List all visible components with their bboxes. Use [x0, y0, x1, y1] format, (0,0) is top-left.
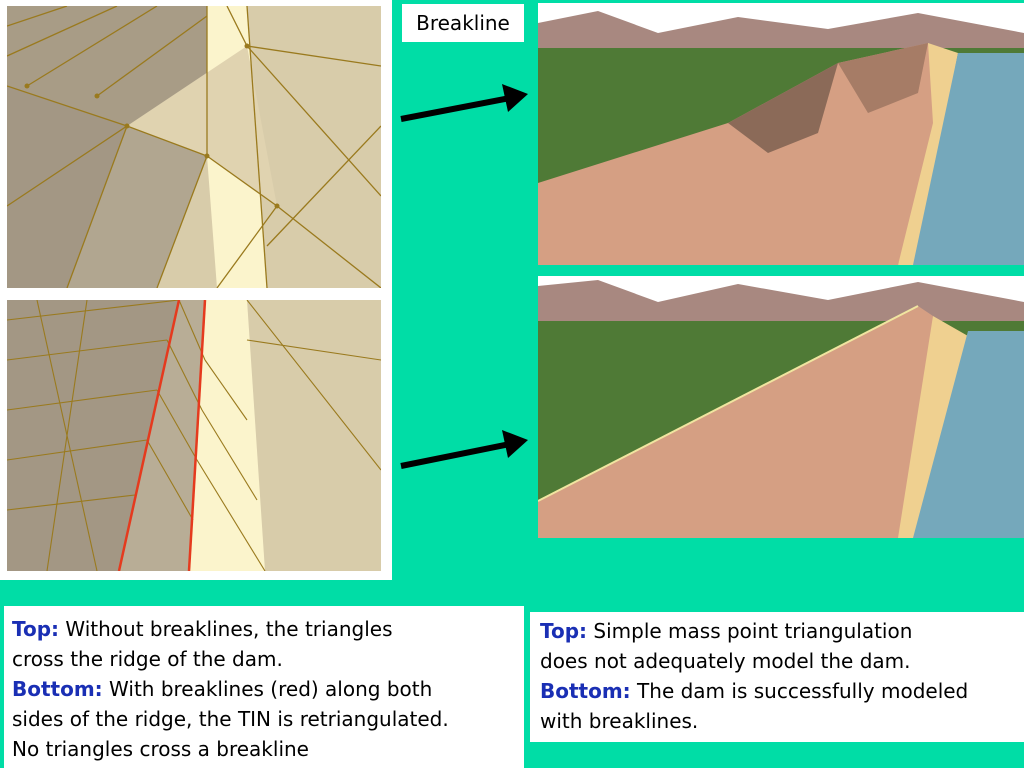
- caption-right-top-text-1: Simple mass point triangulation: [587, 619, 913, 643]
- caption-right-line-1: Top: Simple mass point triangulation: [540, 616, 1024, 646]
- caption-right-line-2: does not adequately model the dam.: [540, 649, 911, 673]
- tin-with-breaklines-image: [7, 300, 381, 571]
- caption-right: Top: Simple mass point triangulation doe…: [530, 612, 1024, 742]
- caption-right-line-3: Bottom: The dam is successfully modeled: [540, 676, 1024, 706]
- caption-left-line-4: sides of the ridge, the TIN is retriangu…: [12, 707, 449, 731]
- caption-left-bottom-text-1: With breaklines (red) along both: [102, 677, 433, 701]
- caption-left-line-5: No triangles cross a breakline: [12, 737, 309, 761]
- render-with-breaklines-image: [538, 276, 1024, 538]
- tin-without-breaklines-image: [7, 6, 381, 288]
- breakline-label: Breakline: [402, 4, 524, 42]
- top-arrow: [400, 84, 528, 122]
- caption-right-bottom-keyword: Bottom:: [540, 679, 631, 703]
- bottom-arrow: [400, 430, 528, 469]
- caption-right-bottom-text-1: The dam is successfully modeled: [630, 679, 969, 703]
- caption-left-line-1: Top: Without breaklines, the triangles: [12, 614, 524, 644]
- caption-left-bottom-keyword: Bottom:: [12, 677, 103, 701]
- caption-left-line-2: cross the ridge of the dam.: [12, 647, 283, 671]
- caption-left-top-text-1: Without breaklines, the triangles: [59, 617, 393, 641]
- caption-left-top-keyword: Top:: [12, 617, 60, 641]
- caption-left: Top: Without breaklines, the triangles c…: [4, 606, 524, 768]
- caption-left-line-3: Bottom: With breaklines (red) along both: [12, 674, 524, 704]
- caption-right-top-keyword: Top:: [540, 619, 588, 643]
- caption-right-line-4: with breaklines.: [540, 709, 699, 733]
- render-without-breaklines-image: [538, 3, 1024, 265]
